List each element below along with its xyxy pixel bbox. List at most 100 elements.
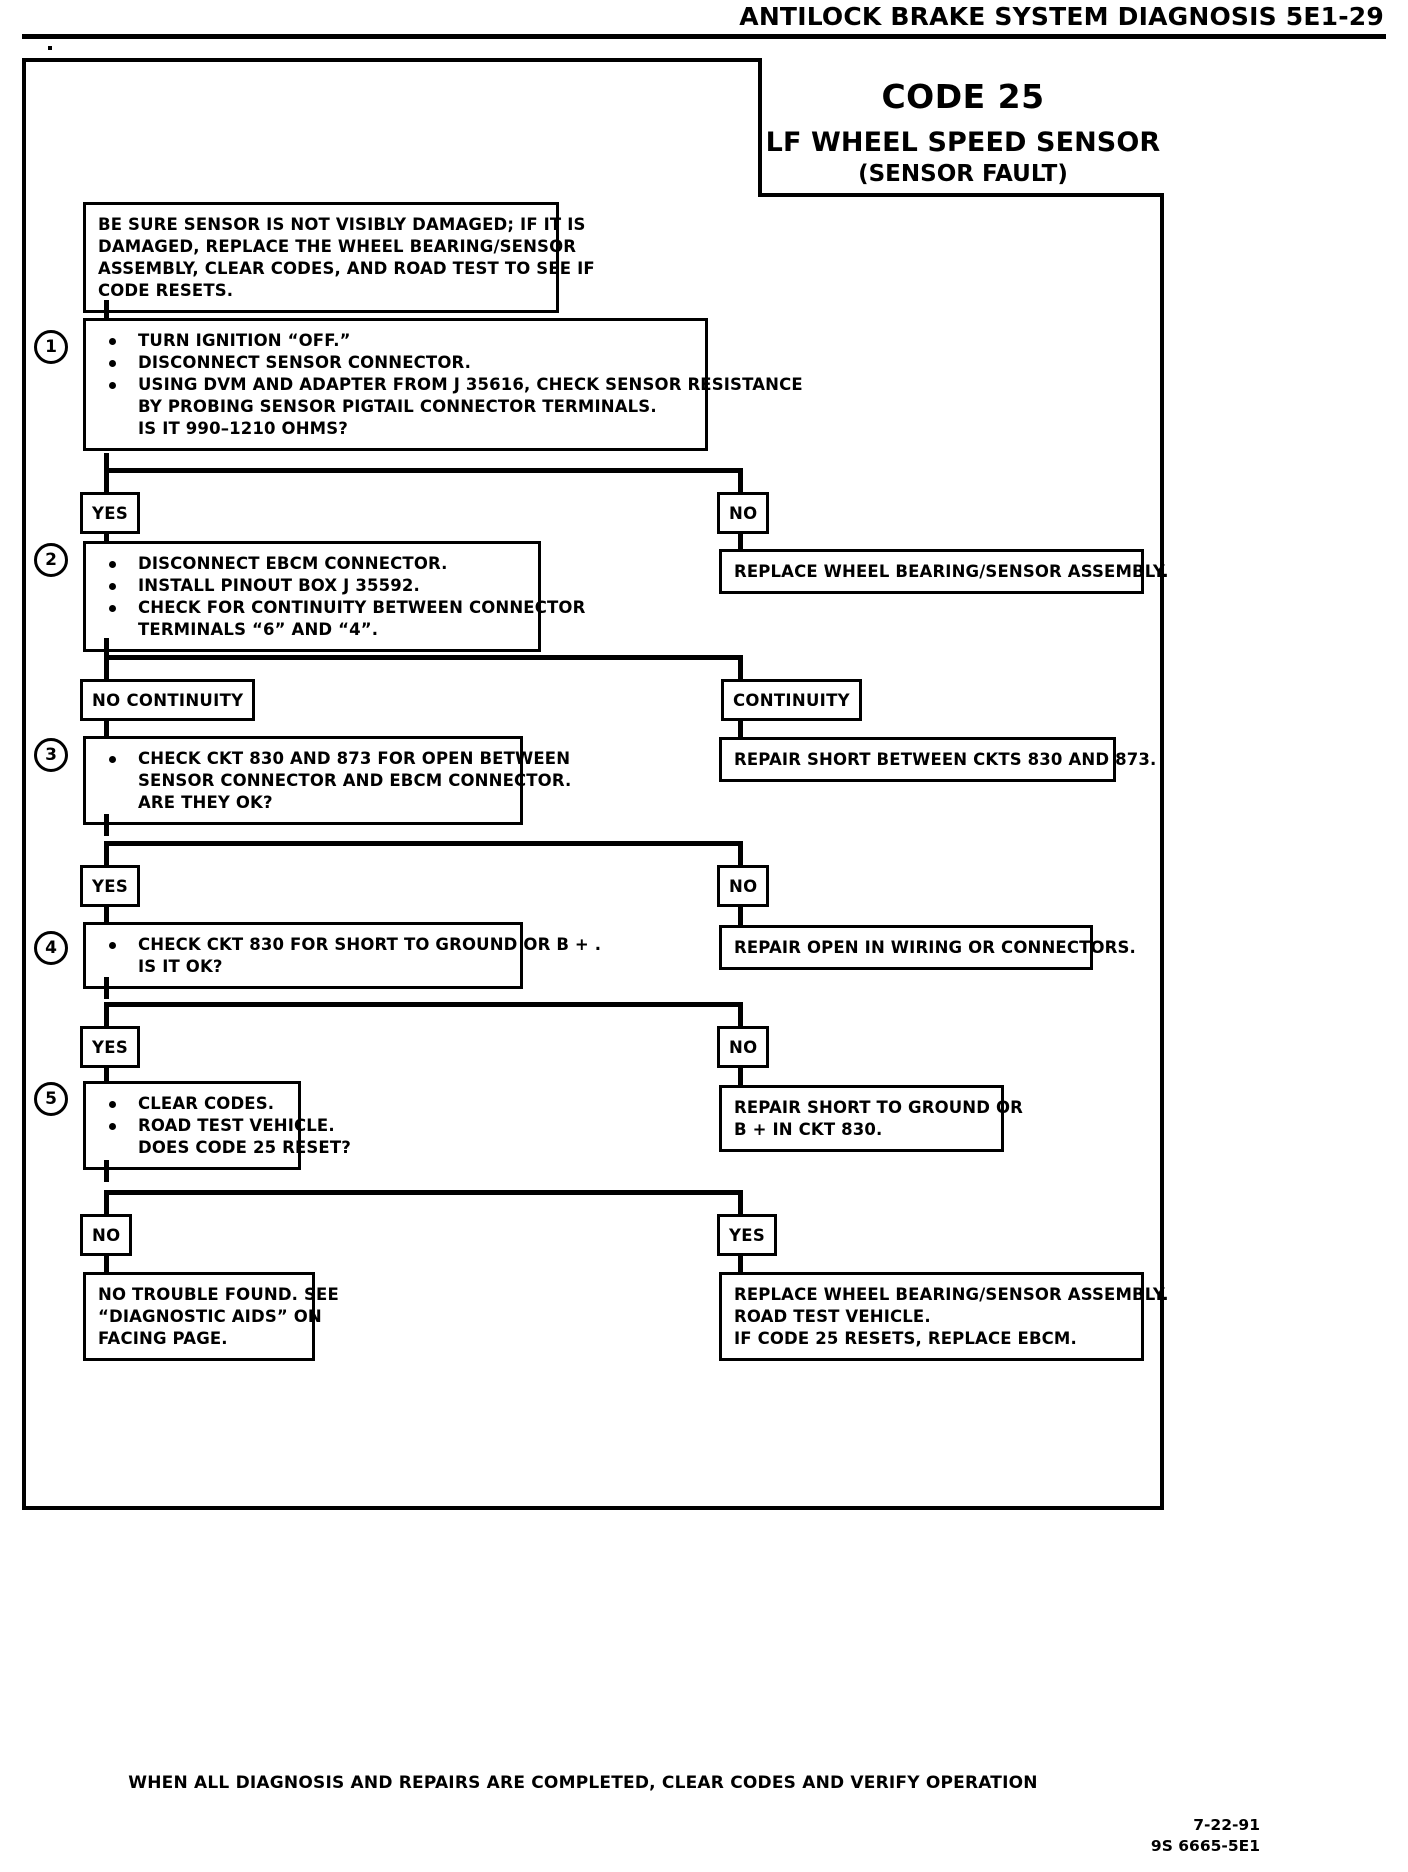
step-2-bullet-1-line-1: DISCONNECT EBCM CONNECTOR. — [138, 554, 448, 573]
page-header-title: ANTILOCK BRAKE SYSTEM DIAGNOSIS 5E1-29 — [739, 2, 1384, 31]
step-number-1: 1 — [34, 330, 68, 364]
step-2-bullet-3: CHECK FOR CONTINUITY BETWEEN CONNECTOR T… — [102, 597, 586, 641]
connector-step1-across — [104, 468, 743, 473]
step-4-bullet-1: CHECK CKT 830 FOR SHORT TO GROUND OR B +… — [102, 934, 602, 978]
result-replace-assembly-2-line-1: REPLACE WHEEL BEARING/SENSOR ASSEMBLY. — [734, 1285, 1169, 1304]
step-2-box: DISCONNECT EBCM CONNECTOR. INSTALL PINOU… — [83, 541, 586, 652]
connector-step3-no-down — [738, 841, 743, 868]
step-2-bullet-2-line-1: INSTALL PINOUT BOX J 35592. — [138, 575, 420, 595]
result-no-trouble-found: NO TROUBLE FOUND. SEE “DIAGNOSTIC AIDS” … — [83, 1272, 339, 1361]
step-3-bullet-1-line-2: SENSOR CONNECTOR AND EBCM CONNECTOR. — [138, 770, 572, 790]
connector-no4-to-result — [738, 1068, 743, 1086]
scan-speck — [48, 46, 52, 50]
branch-label-yes-3: YES — [80, 865, 141, 907]
code-subject: LF WHEEL SPEED SENSOR — [765, 126, 1161, 158]
step-3-bullet-1-line-3: ARE THEY OK? — [138, 792, 273, 812]
connector-step2-right-down — [738, 655, 743, 682]
step-2-bullet-3-line-1: CHECK FOR CONTINUITY BETWEEN CONNECTOR — [138, 597, 586, 617]
connector-step2-left-down — [104, 655, 109, 682]
result-repair-short-ckts-line-1: REPAIR SHORT BETWEEN CKTS 830 AND 873. — [734, 750, 1157, 769]
connector-step1-down — [104, 453, 109, 473]
result-repair-short-ground: REPAIR SHORT TO GROUND OR B + IN CKT 830… — [719, 1085, 1024, 1152]
step-1-bullet-3-line-2: BY PROBING SENSOR PIGTAIL CONNECTOR TERM… — [138, 396, 657, 416]
step-5-box: CLEAR CODES. ROAD TEST VEHICLE. DOES COD… — [83, 1081, 351, 1170]
branch-label-yes-1: YES — [80, 492, 141, 534]
step-5-bullet-2: ROAD TEST VEHICLE. DOES CODE 25 RESET? — [102, 1115, 351, 1159]
connector-intro-to-step1 — [104, 300, 109, 322]
connector-step5-down — [104, 1160, 109, 1182]
step-5-bullet-1: CLEAR CODES. — [102, 1093, 288, 1115]
connector-step3-yes-down — [104, 841, 109, 868]
step-number-5: 5 — [34, 1082, 68, 1116]
intro-line-4: CODE RESETS. — [98, 280, 234, 300]
step-3-box: CHECK CKT 830 AND 873 FOR OPEN BETWEEN S… — [83, 736, 572, 825]
step-number-4: 4 — [34, 931, 68, 965]
code-number: CODE 25 — [881, 77, 1045, 116]
connector-step4-no-down — [738, 1002, 743, 1029]
connector-step5-across — [104, 1190, 743, 1195]
connector-yes3-to-step4 — [104, 907, 109, 929]
step-2-bullet-1: DISCONNECT EBCM CONNECTOR. — [102, 553, 528, 575]
step-4-box: CHECK CKT 830 FOR SHORT TO GROUND OR B +… — [83, 922, 602, 989]
branch-label-no-1: NO — [717, 492, 770, 534]
footer-date: 7-22-91 — [1193, 1816, 1260, 1834]
connector-no3-to-result — [738, 907, 743, 925]
connector-no1-to-result — [738, 534, 743, 552]
branch-label-no-4: NO — [717, 1026, 770, 1068]
result-replace-assembly-2-line-2: ROAD TEST VEHICLE. — [734, 1306, 931, 1326]
intro-line-1: BE SURE SENSOR IS NOT VISIBLY DAMAGED; I… — [98, 215, 586, 234]
step-1-bullet-1: TURN IGNITION “OFF.” — [102, 330, 695, 352]
step-1-bullet-2: DISCONNECT SENSOR CONNECTOR. — [102, 352, 695, 374]
connector-step3-down — [104, 814, 109, 836]
step-5-bullet-1-line-1: CLEAR CODES. — [138, 1094, 275, 1113]
intro-line-2: DAMAGED, REPLACE THE WHEEL BEARING/SENSO… — [98, 236, 577, 256]
result-repair-short-ground-line-1: REPAIR SHORT TO GROUND OR — [734, 1098, 1024, 1117]
result-repair-open-line-1: REPAIR OPEN IN WIRING OR CONNECTORS. — [734, 938, 1136, 957]
footer-doc-code: 9S 6665-5E1 — [1150, 1836, 1260, 1855]
connector-yes4-to-step5 — [104, 1068, 109, 1090]
step-1-bullet-2-line-1: DISCONNECT SENSOR CONNECTOR. — [138, 352, 472, 372]
branch-label-yes-4: YES — [80, 1026, 141, 1068]
step-2-bullet-2: INSTALL PINOUT BOX J 35592. — [102, 575, 528, 597]
page-header: ANTILOCK BRAKE SYSTEM DIAGNOSIS 5E1-29 — [0, 0, 1408, 40]
step-2-bullet-3-line-2: TERMINALS “6” AND “4”. — [138, 619, 379, 639]
intro-line-3: ASSEMBLY, CLEAR CODES, AND ROAD TEST TO … — [98, 258, 595, 278]
result-repair-open: REPAIR OPEN IN WIRING OR CONNECTORS. — [719, 925, 1136, 970]
result-replace-assembly-1-line-1: REPLACE WHEEL BEARING/SENSOR ASSEMBLY. — [734, 562, 1169, 581]
code-title-block: CODE 25 LF WHEEL SPEED SENSOR (SENSOR FA… — [758, 58, 1164, 197]
branch-label-yes-5: YES — [717, 1214, 778, 1256]
result-no-trouble-found-line-1: NO TROUBLE FOUND. SEE — [98, 1285, 339, 1304]
step-1-bullet-3: USING DVM AND ADAPTER FROM J 35616, CHEC… — [102, 374, 803, 440]
branch-label-continuity: CONTINUITY — [721, 679, 862, 721]
connector-step1-yes-down — [104, 468, 109, 495]
connector-step3-across — [104, 841, 743, 846]
connector-step5-yes-down — [738, 1190, 743, 1217]
step-4-bullet-1-line-2: IS IT OK? — [138, 956, 223, 976]
connector-step4-across — [104, 1002, 743, 1007]
step-number-3: 3 — [34, 738, 68, 772]
connector-cont-to-result — [738, 721, 743, 739]
connector-step1-no-down — [738, 468, 743, 495]
step-4-bullet-1-line-1: CHECK CKT 830 FOR SHORT TO GROUND OR B +… — [138, 935, 602, 954]
step-1-bullet-1-line-1: TURN IGNITION “OFF.” — [138, 331, 351, 350]
result-repair-short-ground-line-2: B + IN CKT 830. — [734, 1119, 883, 1139]
step-5-bullet-2-line-1: ROAD TEST VEHICLE. — [138, 1115, 335, 1135]
connector-step4-down — [104, 977, 109, 999]
connector-step5-no-down — [104, 1190, 109, 1217]
connector-step2-down — [104, 638, 109, 660]
result-no-trouble-found-line-3: FACING PAGE. — [98, 1328, 228, 1348]
connector-no5-to-result — [104, 1256, 109, 1274]
result-no-trouble-found-line-2: “DIAGNOSTIC AIDS” ON — [98, 1306, 322, 1326]
result-repair-short-ckts: REPAIR SHORT BETWEEN CKTS 830 AND 873. — [719, 737, 1157, 782]
intro-instruction-box: BE SURE SENSOR IS NOT VISIBLY DAMAGED; I… — [83, 202, 595, 313]
step-3-bullet-1: CHECK CKT 830 AND 873 FOR OPEN BETWEEN S… — [102, 748, 572, 814]
branch-label-no-3: NO — [717, 865, 770, 907]
footer-codes: 7-22-91 9S 6665-5E1 — [1151, 1815, 1260, 1857]
step-1-box: TURN IGNITION “OFF.” DISCONNECT SENSOR C… — [83, 318, 803, 451]
branch-label-no-5: NO — [80, 1214, 133, 1256]
header-rule — [22, 34, 1386, 39]
connector-step2-across — [104, 655, 743, 660]
branch-label-no-continuity: NO CONTINUITY — [80, 679, 256, 721]
footer-note: WHEN ALL DIAGNOSIS AND REPAIRS ARE COMPL… — [128, 1773, 1038, 1793]
step-3-bullet-1-line-1: CHECK CKT 830 AND 873 FOR OPEN BETWEEN — [138, 749, 571, 768]
